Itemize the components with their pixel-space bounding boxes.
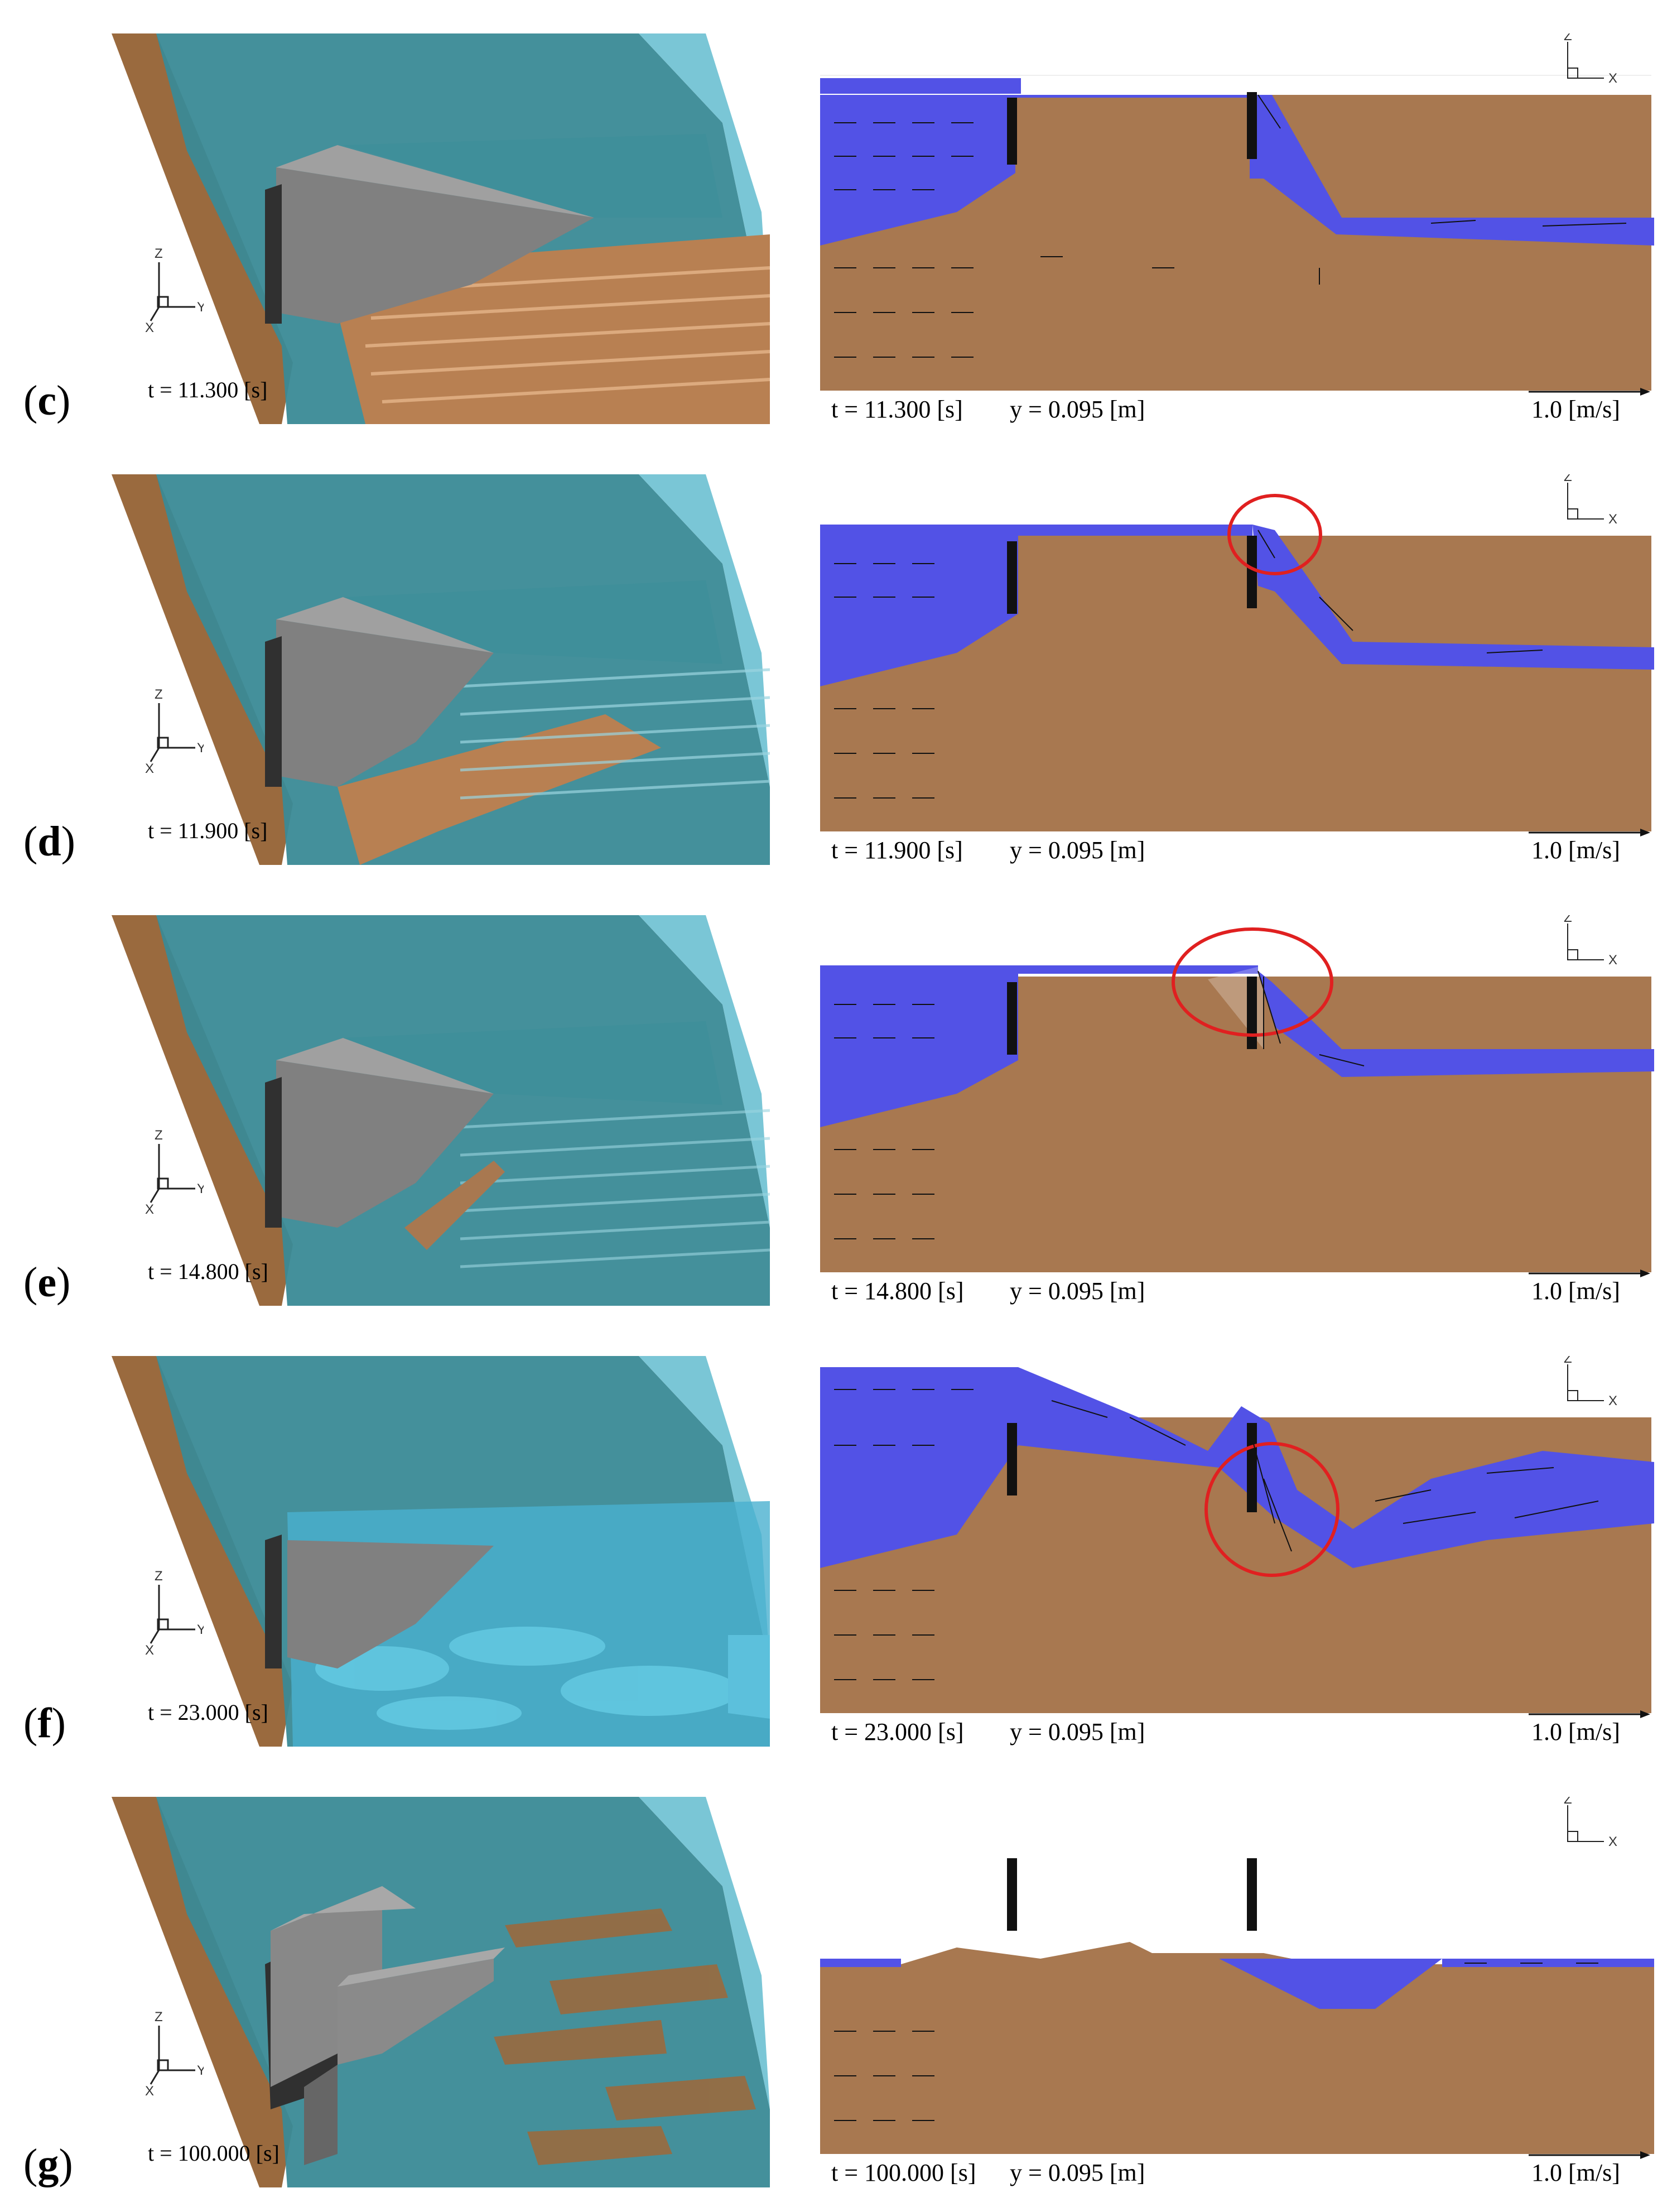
velocity-scale: 1.0 [m/s] xyxy=(1531,1718,1620,1745)
axis-x-label: X xyxy=(145,1202,154,1216)
time-label: t = 23.000 [s] xyxy=(831,1718,964,1745)
time-label: t = 11.300 [s] xyxy=(831,396,963,423)
axis-z-label: Z xyxy=(1564,915,1572,925)
highlight-circle xyxy=(1204,1442,1339,1577)
velocity-scale: 1.0 [m/s] xyxy=(1531,396,1620,423)
time-label: t = 14.800 [s] xyxy=(831,1277,964,1305)
time-label: t = 11.900 [s] xyxy=(831,836,963,864)
axis-z-label: Z xyxy=(155,246,163,261)
axis-z-label: Z xyxy=(155,687,163,702)
panel-label: (f) xyxy=(23,1700,66,1747)
axis-y-label: Y xyxy=(197,2063,204,2078)
axis-z-label: Z xyxy=(1564,474,1572,484)
panel-label: (e) xyxy=(23,1259,71,1306)
velocity-field: Z X t = 11.300 [s] y = 0.095 [m] 1.0 [m/… xyxy=(817,33,1654,424)
axis-x-label: X xyxy=(145,1643,154,1657)
velocity-scale: 1.0 [m/s] xyxy=(1531,1277,1620,1305)
section-position: y = 0.095 [m] xyxy=(1010,1277,1145,1305)
velocity-field: Z X t = 23.000 [s] y = 0.095 [m] 1.0 [m/… xyxy=(817,1356,1654,1747)
axis-z-label: Z xyxy=(155,1569,163,1584)
axis-z-label: Z xyxy=(1564,33,1572,44)
time-label-3d: t = 11.300 [s] xyxy=(148,377,268,402)
3d-view: t = 11.900 [s] Z Y X xyxy=(103,474,770,865)
axis-x-label: X xyxy=(145,320,154,335)
velocity-field: Z X t = 11.900 [s] y = 0.095 [m] 1.0 [m/… xyxy=(817,474,1654,865)
axis-z-label: Z xyxy=(1564,1356,1572,1366)
axis-x-label: X xyxy=(145,2084,154,2098)
axis-y-label: Y xyxy=(197,740,204,756)
section-position: y = 0.095 [m] xyxy=(1010,836,1145,864)
time-label-3d: t = 14.800 [s] xyxy=(148,1259,268,1284)
velocity-scale: 1.0 [m/s] xyxy=(1531,836,1620,864)
axis-x-label: X xyxy=(1608,1393,1617,1408)
axis-y-label: Y xyxy=(197,1181,204,1196)
time-label: t = 100.000 [s] xyxy=(831,2159,976,2186)
axis-x-label: X xyxy=(1608,71,1617,86)
time-label-3d: t = 100.000 [s] xyxy=(148,2141,280,2166)
panel-label: (c) xyxy=(23,377,71,424)
panel-label: (g) xyxy=(23,2141,73,2187)
axis-y-label: Y xyxy=(197,300,204,315)
axis-z-label: Z xyxy=(1564,1797,1572,1807)
axis-x-label: X xyxy=(145,761,154,776)
section-position: y = 0.095 [m] xyxy=(1010,1718,1145,1745)
axis-x-label: X xyxy=(1608,512,1617,527)
3d-view: t = 100.000 [s] Z Y X xyxy=(103,1797,770,2187)
axis-y-label: Y xyxy=(197,1622,204,1637)
panel-label: (d) xyxy=(23,818,75,865)
axis-z-label: Z xyxy=(155,1128,163,1143)
3d-view: t = 11.300 [s] Z Y X xyxy=(103,33,770,424)
axis-x-label: X xyxy=(1608,1834,1617,1849)
axis-x-label: X xyxy=(1608,953,1617,968)
velocity-scale: 1.0 [m/s] xyxy=(1531,2159,1620,2186)
velocity-field: Z X t = 14.800 [s] y = 0.095 [m] 1.0 [m/… xyxy=(817,915,1654,1306)
time-label-3d: t = 23.000 [s] xyxy=(148,1700,268,1725)
velocity-field: Z X t = 100.000 [s] y = 0.095 [m] 1.0 [m… xyxy=(817,1797,1654,2187)
section-position: y = 0.095 [m] xyxy=(1010,2159,1145,2186)
3d-view: t = 23.000 [s] Z Y X xyxy=(103,1356,770,1747)
section-position: y = 0.095 [m] xyxy=(1010,396,1145,423)
highlight-circle xyxy=(1172,927,1333,1037)
axis-z-label: Z xyxy=(155,2009,163,2025)
3d-view: t = 14.800 [s] Z Y X xyxy=(103,915,770,1306)
time-label-3d: t = 11.900 [s] xyxy=(148,818,268,843)
highlight-circle xyxy=(1227,494,1322,575)
